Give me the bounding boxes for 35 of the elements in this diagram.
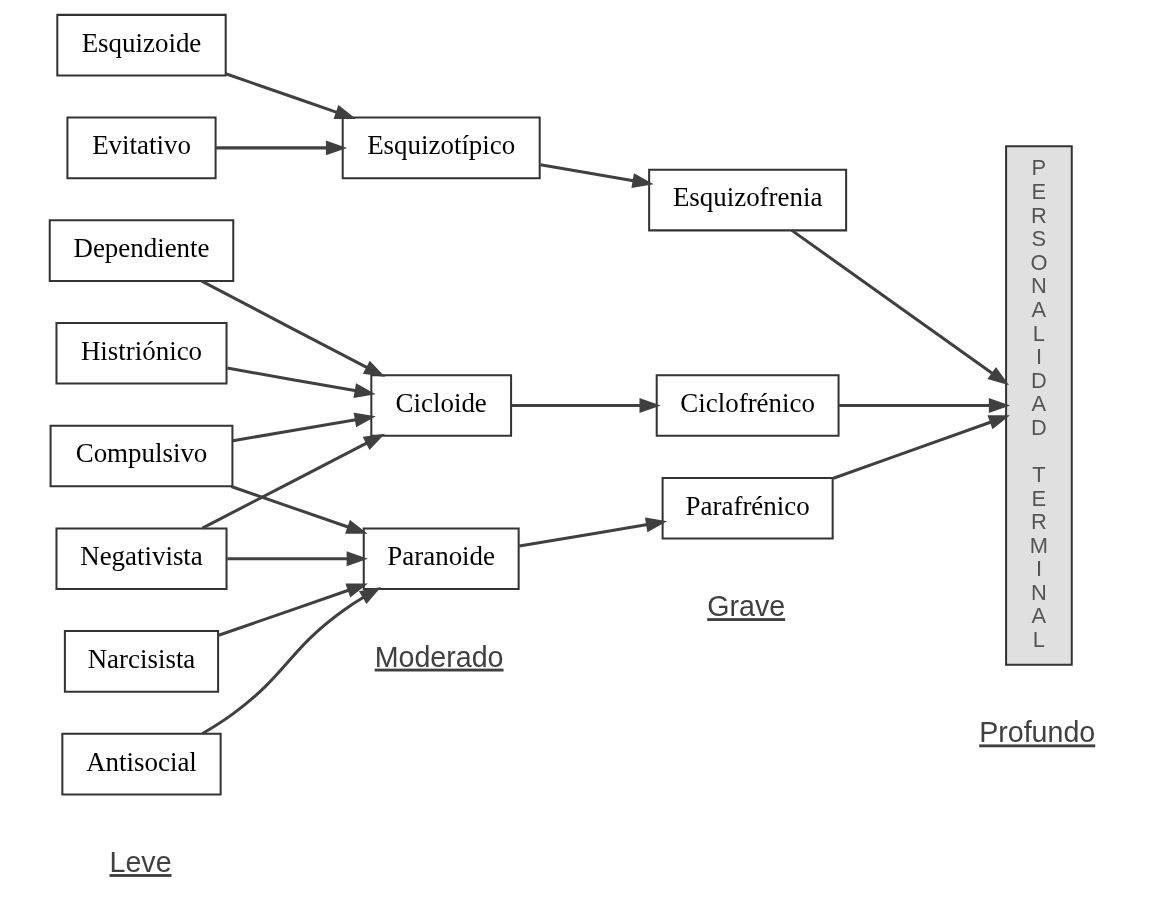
node-box: Negativista [54,527,228,590]
arrow [232,412,376,443]
arrow [539,163,654,188]
node-box: Evitativo [65,116,217,180]
node-box: Esquizofrenia [647,168,847,232]
node-box: Paranoide [362,527,520,590]
arrow [200,279,385,378]
arrow [226,551,368,567]
node-box: Compulsivo [49,424,233,488]
arrow [832,415,1010,480]
label: Grave [706,590,785,623]
arrow [511,398,661,413]
arrow [790,229,1009,386]
arrow [200,586,381,736]
node-box: PERSONALIDAD TERMINAL [1004,145,1073,666]
arrow [226,366,376,398]
node-box: Ciclofrénico [655,374,840,437]
node-box: Cicloide [369,374,512,437]
node-box: Esquizoide [55,13,227,77]
node-box: Parafrénico [661,476,834,540]
label: Leve [109,846,172,879]
arrow [215,140,347,156]
label: Moderado [374,640,504,673]
arrow [217,583,368,637]
label: Profundo [978,716,1095,749]
node-box: Esquizotípico [341,116,541,180]
node-box: Narcisista [63,630,219,693]
arrow [230,485,368,534]
arrow [838,398,1010,413]
node-box: Dependiente [48,219,234,282]
arrow [201,433,385,530]
arrow [224,72,356,120]
arrow [518,517,667,548]
node-box: Histriónico [54,322,228,385]
node-box: Antisocial [60,732,222,796]
